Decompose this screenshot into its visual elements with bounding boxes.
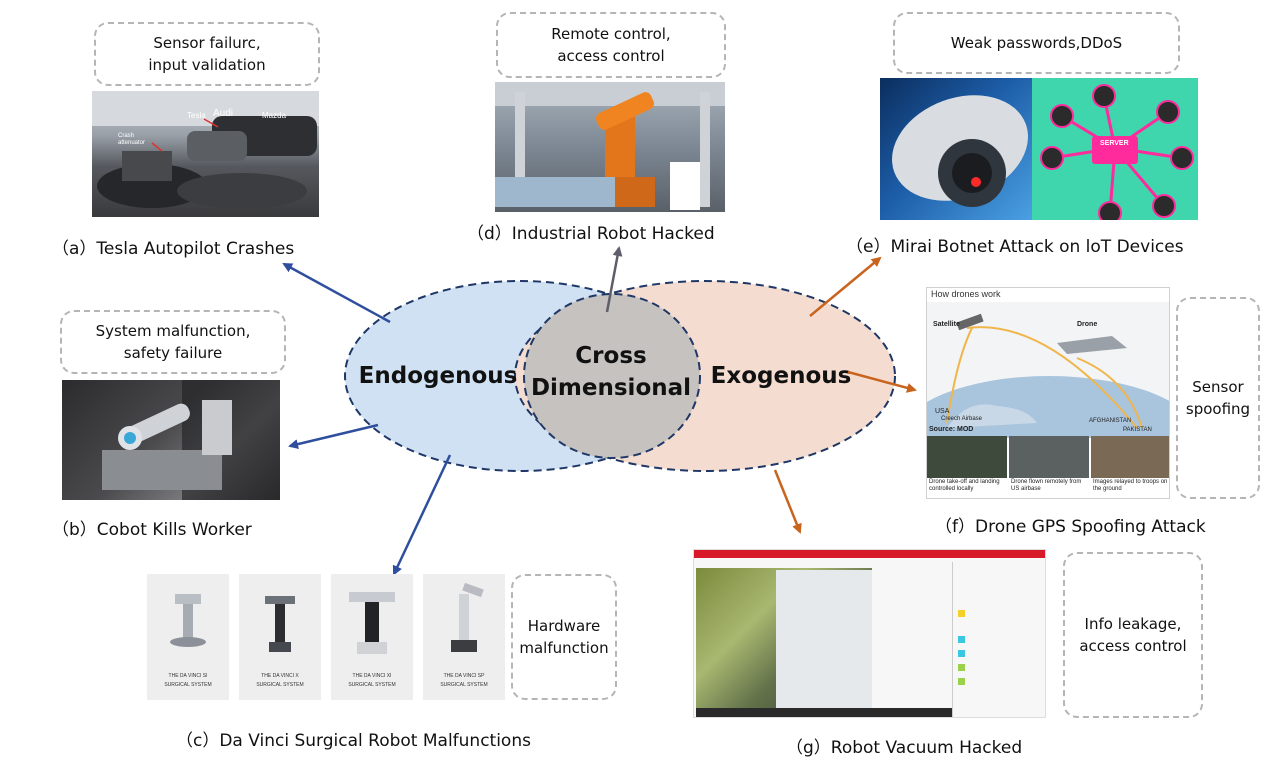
cobot-photo — [62, 380, 280, 500]
arrow-to-e — [809, 256, 882, 317]
server-label: SERVER — [1100, 140, 1129, 147]
endogenous-label: Endogenous — [359, 363, 518, 389]
exogenous-label: Exogenous — [711, 363, 852, 389]
photo-label-mazda: Mazda — [262, 111, 287, 120]
photo-label-tesla: Tesla — [187, 111, 206, 120]
botnet-illustration: SERVER — [1032, 78, 1198, 220]
caption-e: （e）Mirai Botnet Attack on loT Devices — [846, 237, 1184, 257]
issue-box-e: Weak passwords,DDoS — [893, 12, 1180, 74]
photo-label-attenuator: attenuator — [118, 140, 146, 146]
arrow-to-a — [282, 262, 391, 324]
issue-box-b: System malfunction,safety failure — [60, 310, 286, 374]
drone-infographic: How drones work Satellite Drone USA Cree… — [926, 287, 1170, 499]
caption-c: （c）Da Vinci Surgical Robot Malfunctions — [176, 731, 531, 751]
issue-box-d: Remote control,access control — [496, 12, 726, 78]
arrow-to-f — [847, 370, 917, 393]
issue-box-g: Info leakage,access control — [1063, 552, 1203, 718]
arrow-to-b — [288, 423, 379, 450]
da-vinci-x-card: THE DA VINCI X SURGICAL SYSTEM — [239, 574, 321, 700]
cross-dimensional-ellipse — [523, 293, 701, 459]
cross-label-line1: Cross — [575, 343, 646, 369]
caption-g: （g）Robot Vacuum Hacked — [786, 738, 1023, 758]
da-vinci-sp-card: THE DA VINCI SP SURGICAL SYSTEM — [423, 574, 505, 700]
tesla-crash-photo: Tesla Audi Mazda Crash attenuator — [92, 91, 319, 217]
caption-b: （b）Cobot Kills Worker — [52, 520, 252, 540]
industrial-robot-photo — [495, 82, 725, 212]
da-vinci-xi-card: THE DA VINCI XI SURGICAL SYSTEM — [331, 574, 413, 700]
caption-d: （d）Industrial Robot Hacked — [467, 224, 715, 244]
da-vinci-si-card: THE DA VINCI SI SURGICAL SYSTEM — [147, 574, 229, 700]
arrow-to-g — [773, 469, 802, 534]
cross-label-line2: Dimensional — [531, 375, 691, 401]
issue-box-a: Sensor failurc,input validation — [94, 22, 320, 86]
caption-f: （f）Drone GPS Spoofing Attack — [935, 517, 1206, 537]
photo-label-crash: Crash — [118, 133, 135, 139]
arrow-to-c — [392, 454, 452, 576]
photo-label-audi: Audi — [213, 108, 234, 119]
vacuum-app-screenshot — [693, 549, 1046, 718]
caption-a: （a）Tesla Autopilot Crashes — [52, 239, 295, 259]
security-camera-photo — [880, 78, 1032, 220]
arrow-to-d — [605, 246, 623, 313]
